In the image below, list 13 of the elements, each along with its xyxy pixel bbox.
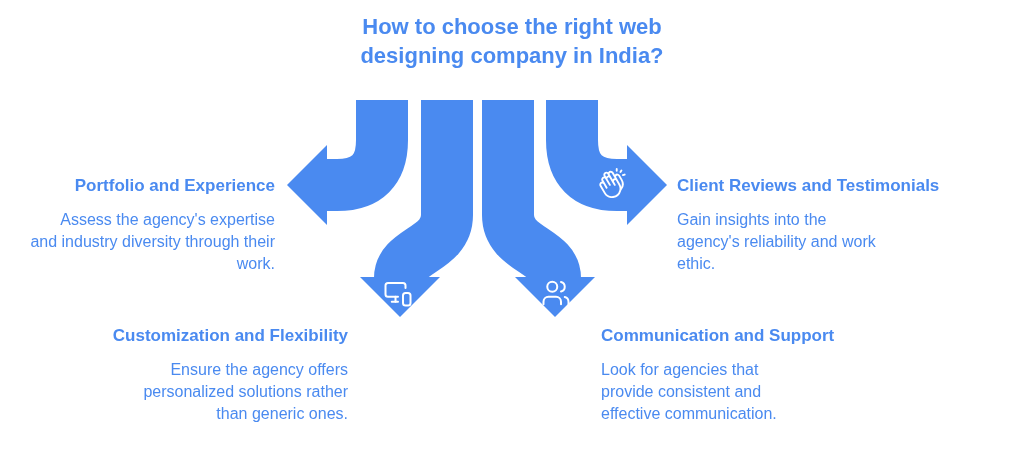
heading: Customization and Flexibility — [112, 325, 348, 347]
heading: Portfolio and Experience — [74, 175, 275, 197]
heading: Client Reviews and Testimonials — [677, 175, 940, 197]
arrow — [287, 100, 408, 225]
description: Gain insights into the agency's reliability and work ethic. — [677, 210, 877, 274]
arrow — [360, 100, 473, 317]
arrow — [546, 100, 667, 225]
heading: Communication and Support — [601, 325, 835, 347]
description: Assess the agency's expertise and industry diversity through their work. — [30, 210, 275, 274]
title: How to choose the right web designing company in India? — [359, 13, 665, 70]
description: Look for agencies that provide consistent and effective communication. — [601, 360, 778, 424]
arrow — [482, 100, 595, 317]
description: Ensure the agency offers personalized solutions rather than generic ones. — [142, 360, 348, 424]
